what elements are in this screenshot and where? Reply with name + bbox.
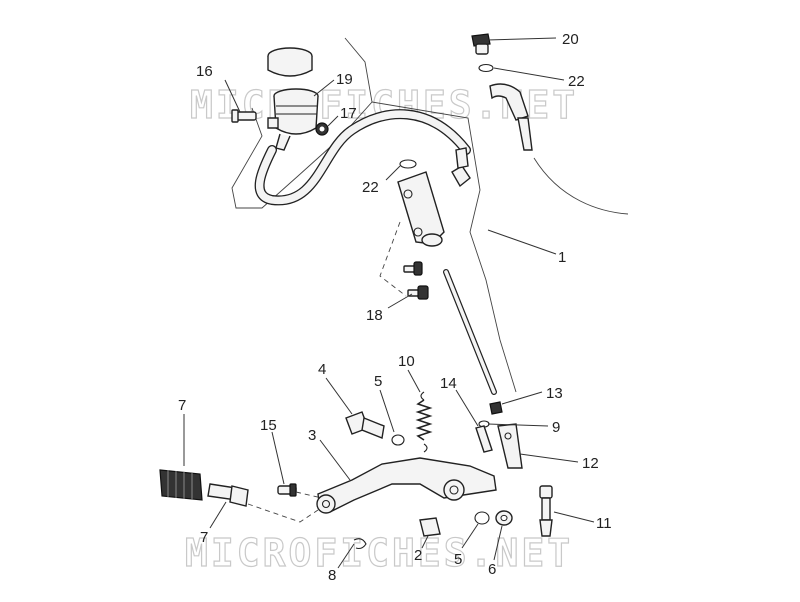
- banjo-bolt-21: [471, 33, 491, 55]
- push-rod: [443, 269, 497, 395]
- assembly-line-lower: [247, 503, 319, 523]
- master-cylinder: [397, 147, 471, 247]
- watermark-bottom: MICROFICHES.NET: [185, 531, 573, 575]
- bolt-19-lower: [407, 285, 429, 300]
- screw-16: [277, 483, 297, 497]
- callout-7: 7: [200, 529, 208, 546]
- callout-12: 11: [596, 515, 612, 532]
- callout-19: 18: [366, 307, 383, 324]
- leader-22-top: [493, 67, 565, 81]
- callout-14: 13: [546, 385, 563, 402]
- washer-5-lower: [474, 511, 490, 525]
- callout-16: 15: [260, 417, 277, 434]
- callout-3: 3: [308, 427, 316, 444]
- leader-2: [421, 535, 429, 549]
- leader-10: [487, 423, 549, 427]
- pivot-bolt-4: [345, 411, 385, 439]
- callout-11: 10: [398, 353, 415, 370]
- leader-14: [501, 391, 543, 405]
- callout-18: 17: [340, 105, 357, 122]
- leader-18: [327, 115, 339, 127]
- callout-5-upper: 5: [374, 373, 382, 390]
- leader-19: [387, 293, 413, 309]
- nut-14: [489, 401, 503, 415]
- bolt-19-upper: [403, 261, 423, 276]
- washer-22-mid: [399, 159, 417, 169]
- leader-4: [325, 377, 353, 415]
- washer-5-upper: [391, 434, 405, 446]
- callout-15: 14: [440, 375, 457, 392]
- pin-15: [475, 425, 493, 453]
- nut-18: [315, 122, 329, 136]
- screw-17: [231, 109, 257, 123]
- leader-9: [337, 543, 355, 569]
- callout-22-top: 22: [568, 73, 585, 90]
- brake-hose: [254, 109, 471, 206]
- leader-3: [319, 439, 351, 481]
- leader-20: [313, 79, 335, 97]
- leader-5-lower: [461, 523, 479, 549]
- frame-outline-right: [371, 101, 517, 393]
- callout-8: 7: [178, 397, 186, 414]
- leader-7: [209, 501, 227, 529]
- leader-22-mid: [385, 165, 401, 181]
- frame-outline-left: [231, 37, 373, 209]
- callout-13: 12: [582, 455, 599, 472]
- callout-9: 8: [328, 567, 336, 584]
- leader-6: [493, 525, 503, 561]
- frame-curve-right: [533, 157, 629, 215]
- callout-21: 20: [562, 31, 579, 48]
- callout-6: 6: [488, 561, 496, 578]
- leader-5-upper: [379, 389, 395, 433]
- brake-light-switch-12: [539, 485, 553, 537]
- callout-2: 2: [414, 547, 422, 564]
- spacer-2: [419, 517, 441, 537]
- leader-1: [487, 229, 557, 255]
- footpeg-7: [207, 483, 249, 507]
- footpeg-rubber-8: [159, 469, 203, 501]
- callout-5-lower: 5: [454, 551, 462, 568]
- callout-22-mid: 22: [362, 179, 379, 196]
- brake-pedal-3: [316, 457, 497, 514]
- leader-12: [553, 511, 595, 523]
- reservoir-cap: [267, 47, 313, 77]
- leader-17: [224, 79, 241, 113]
- callout-20: 19: [336, 71, 353, 88]
- spring-11: [415, 391, 433, 453]
- clevis-13: [497, 423, 523, 469]
- reservoir-body: [267, 88, 319, 151]
- assembly-line-19: [379, 221, 407, 297]
- callout-10: 9: [552, 419, 560, 436]
- leader-11: [407, 369, 421, 393]
- leader-15: [455, 389, 479, 427]
- leader-16: [271, 431, 285, 485]
- assembly-line-16: [295, 491, 323, 499]
- rear-brake-line: [489, 83, 533, 151]
- callout-17: 16: [196, 63, 213, 80]
- leader-21: [486, 37, 557, 41]
- washer-6: [495, 510, 513, 526]
- washer-22-top: [478, 63, 494, 73]
- leader-13: [519, 453, 579, 463]
- callout-4: 4: [318, 361, 326, 378]
- clip-9: [353, 538, 367, 550]
- callout-1: 1: [558, 249, 566, 266]
